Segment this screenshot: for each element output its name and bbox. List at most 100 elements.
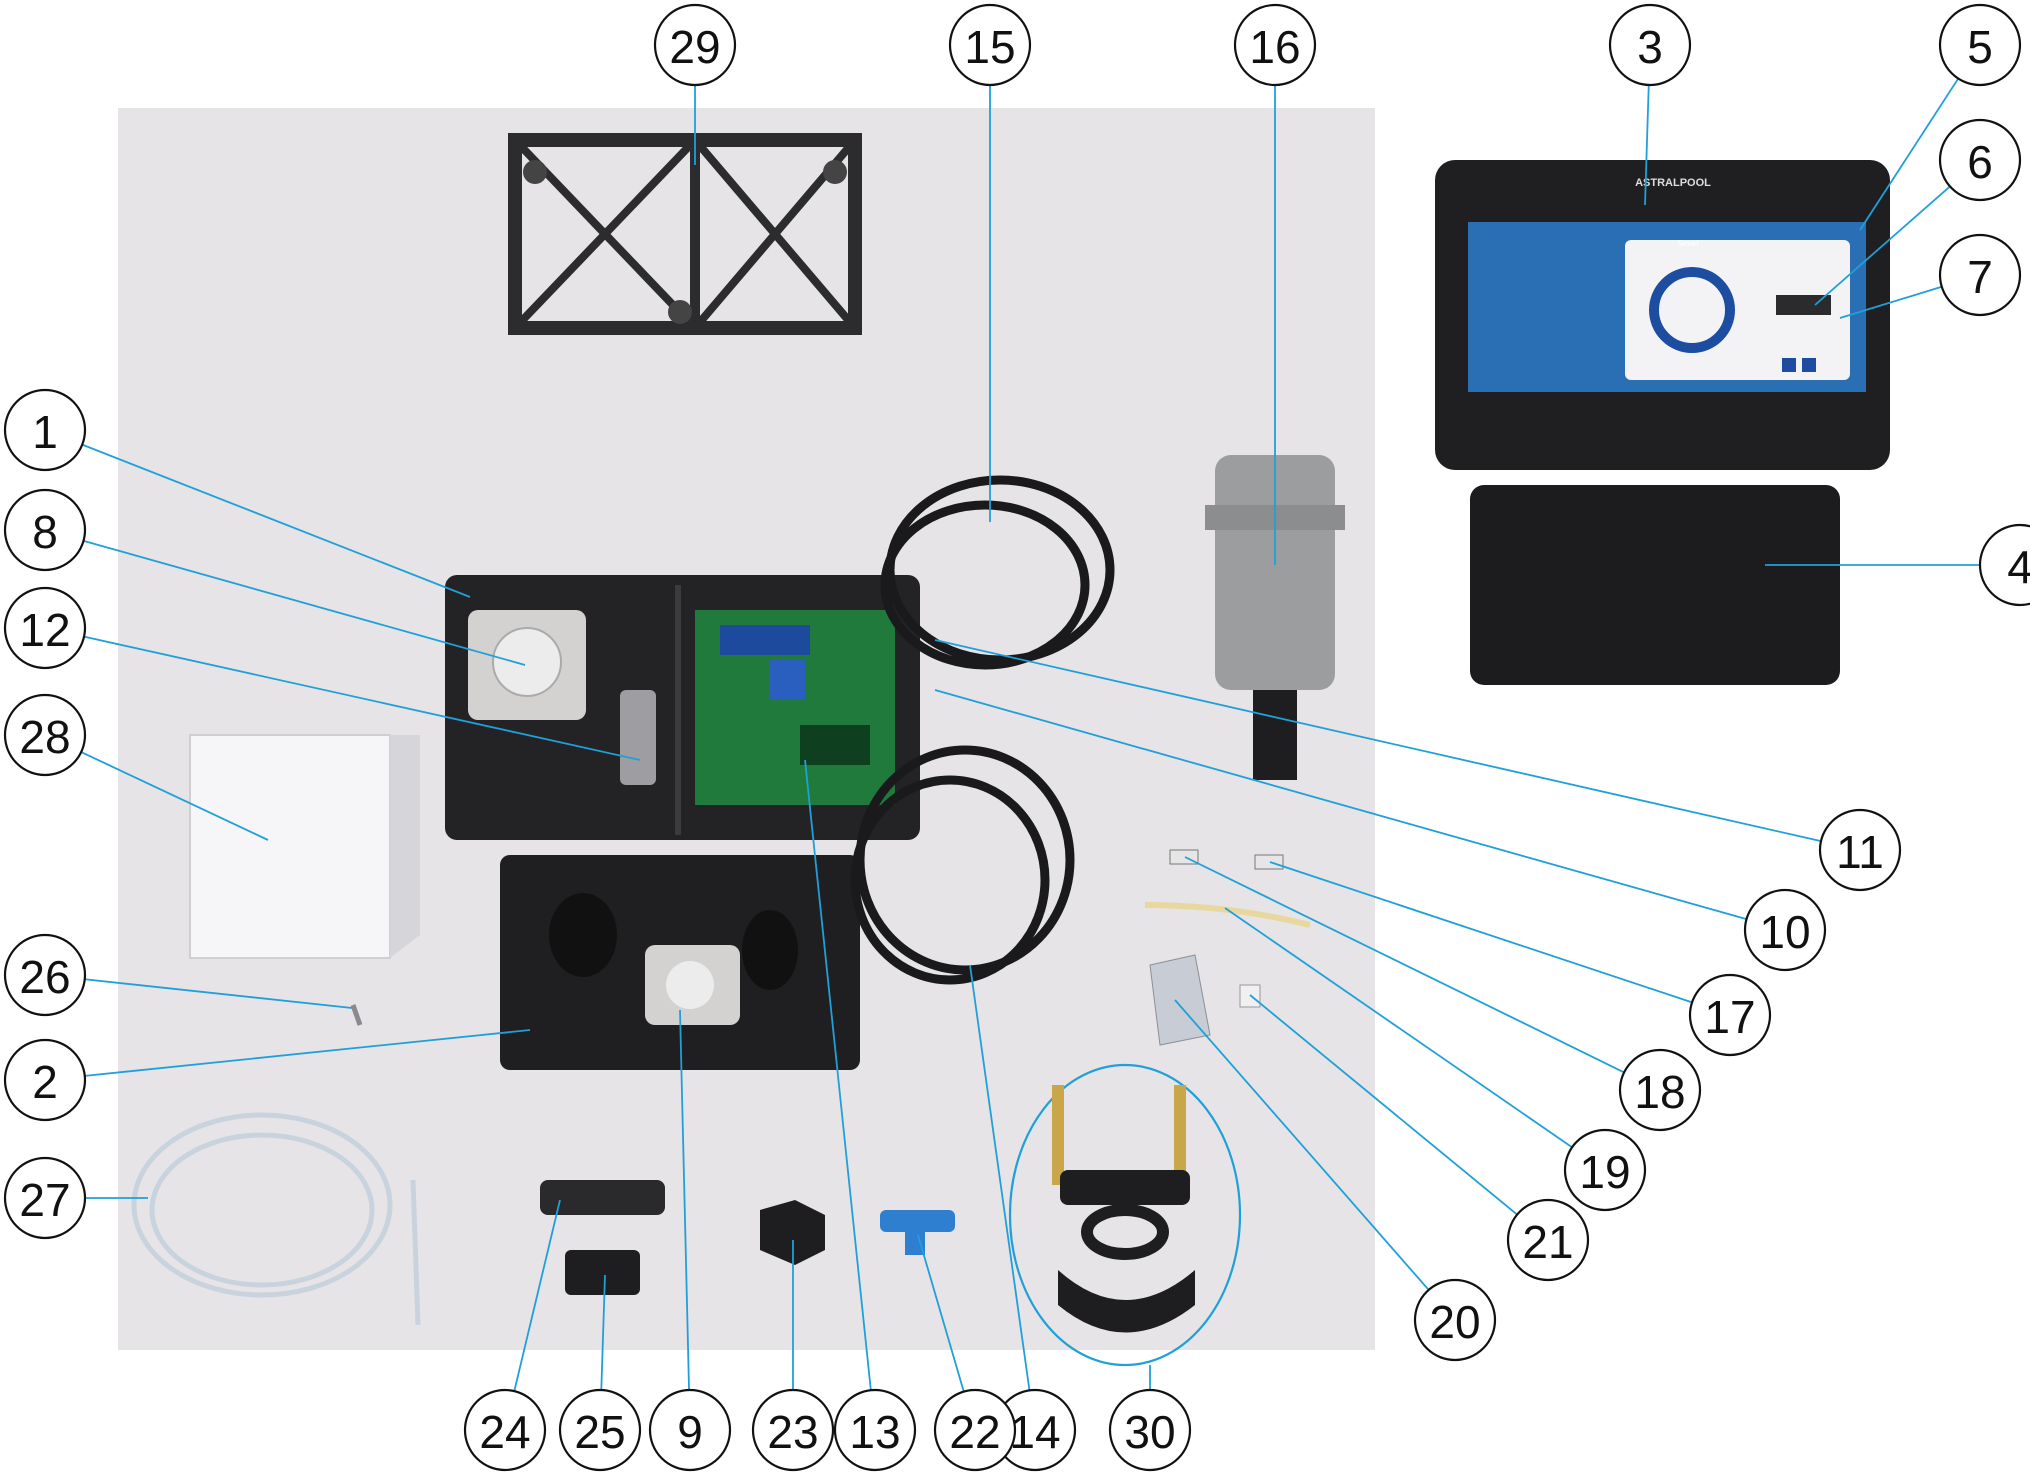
callout-26: 26 [3, 933, 87, 1017]
leader-line-13 [804, 759, 872, 1391]
hex-nut [760, 1200, 825, 1265]
cable-coils [850, 475, 1115, 985]
callout-circle [1108, 1388, 1192, 1472]
callout-circle [3, 1038, 87, 1122]
callout-6: 6 [1938, 118, 2022, 202]
tee-connector [880, 1210, 955, 1232]
leader-line-12 [83, 635, 641, 761]
display-panel-model: Smart [1677, 239, 1699, 248]
callout-number: 8 [32, 506, 58, 558]
callout-number: 26 [19, 951, 70, 1003]
callout-circle [3, 388, 87, 472]
leader-line-20 [1174, 999, 1430, 1291]
digital-display [1776, 295, 1831, 315]
packaging-box [189, 734, 420, 959]
callout-circle [1413, 1278, 1497, 1362]
callout-1: 1 [3, 388, 87, 472]
screw [350, 1004, 363, 1026]
callout-8: 8 [3, 488, 87, 572]
callout-circle [3, 933, 87, 1017]
callout-number: 30 [1124, 1406, 1175, 1458]
callout-circle [948, 3, 1032, 87]
callout-22: 22 [933, 1388, 1017, 1472]
callout-circle [751, 1388, 835, 1472]
callout-circle [1563, 1128, 1647, 1212]
leader-line-8 [83, 539, 526, 666]
callout-circle [1938, 3, 2022, 87]
callout-7: 7 [1938, 233, 2022, 317]
display-panel-brand: ASTRALPOOL [1635, 177, 1711, 189]
callout-number: 29 [669, 21, 720, 73]
callout-circle [1978, 523, 2030, 607]
callout-circle [1938, 118, 2022, 202]
mounting-frame [508, 133, 862, 335]
callout-circle [653, 3, 737, 87]
callout-circle [3, 488, 87, 572]
callout-circle [833, 1388, 917, 1472]
connector-17 [1254, 854, 1284, 870]
leader-line-18 [1184, 856, 1625, 1074]
callout-29: 29 [653, 3, 737, 87]
leader-line-9 [679, 1009, 690, 1391]
callout-number: 4 [2007, 541, 2030, 593]
leader-line-10 [934, 689, 1747, 920]
callout-number: 3 [1637, 21, 1663, 73]
callout-circle [1506, 1198, 1590, 1282]
injection-filter [620, 690, 656, 785]
callout-number: 2 [32, 1056, 58, 1108]
callout-circle [933, 1388, 1017, 1472]
callout-number: 20 [1429, 1296, 1480, 1348]
callout-number: 7 [1967, 251, 1993, 303]
callout-number: 28 [19, 711, 70, 763]
callout-23: 23 [751, 1388, 835, 1472]
leader-line-25 [600, 1274, 606, 1391]
callout-number: 10 [1759, 906, 1810, 958]
leader-lines [80, 78, 1980, 1392]
callout-18: 18 [1618, 1048, 1702, 1132]
callout-number: 23 [767, 1406, 818, 1458]
callout-number: 17 [1704, 991, 1755, 1043]
callout-number: 12 [19, 604, 70, 656]
callout-circle [1818, 808, 1902, 892]
leader-line-24 [513, 1199, 561, 1392]
gland-nut [565, 1250, 640, 1295]
enclosure-lid [500, 855, 860, 1070]
callout-number: 19 [1579, 1146, 1630, 1198]
callout-16: 16 [1233, 3, 1317, 87]
callout-number: 27 [19, 1174, 70, 1226]
leader-line-28 [80, 751, 269, 841]
callout-3: 3 [1608, 3, 1692, 87]
leader-line-7 [1839, 285, 1943, 319]
callout-number: 18 [1634, 1066, 1685, 1118]
leader-line-6 [1814, 185, 1951, 306]
main-enclosure [445, 575, 920, 840]
callout-4: 4 [1978, 523, 2030, 607]
callout-21: 21 [1506, 1198, 1590, 1282]
callout-circle [1938, 233, 2022, 317]
leader-line-3 [1644, 84, 1650, 206]
callout-25: 25 [558, 1388, 642, 1472]
callout-circle [558, 1388, 642, 1472]
callout-number: 22 [949, 1406, 1000, 1458]
callout-circle [1608, 3, 1692, 87]
callout-circle [1618, 1048, 1702, 1132]
callout-15: 15 [948, 3, 1032, 87]
callout-number: 14 [1009, 1406, 1060, 1458]
callout-24: 24 [463, 1388, 547, 1472]
leader-line-17 [1269, 861, 1693, 1004]
callout-circle [1233, 3, 1317, 87]
callout-number: 11 [1836, 826, 1884, 878]
callout-circle [1688, 973, 1772, 1057]
callout-13: 13 [833, 1388, 917, 1472]
callout-number: 21 [1522, 1216, 1573, 1268]
callout-28: 28 [3, 693, 87, 777]
callout-17: 17 [1688, 973, 1772, 1057]
leader-line-1 [81, 443, 471, 598]
check-valve [540, 1180, 665, 1215]
callout-9: 9 [648, 1388, 732, 1472]
callout-number: 9 [677, 1406, 703, 1458]
callout-circle [1743, 888, 1827, 972]
callout-14: 14 [993, 1388, 1077, 1472]
callout-number: 1 [32, 406, 58, 458]
